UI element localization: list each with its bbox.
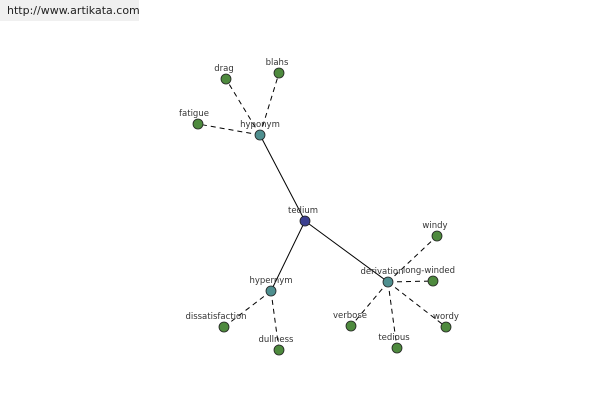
edge-tedium-hypernym: [270, 220, 306, 292]
label-hypernym: hypernym: [249, 276, 292, 286]
node-drag[interactable]: [220, 73, 232, 85]
graph-edges: [197, 72, 447, 351]
edge-derivation-wordy: [387, 281, 447, 328]
edge-tedium-hyponym: [259, 134, 306, 222]
label-drag: drag: [214, 64, 234, 74]
label-tedious: tedious: [378, 333, 410, 343]
edge-hyponym-drag: [225, 78, 261, 136]
edge-hypernym-dissatisfaction: [223, 290, 272, 328]
edge-hyponym-fatigue: [197, 123, 261, 136]
edge-hypernym-dullness: [270, 290, 280, 351]
label-tedium: tedium: [288, 206, 318, 216]
graph-labels: tedium hyponym hypernym derivation drag blahs…: [179, 58, 459, 345]
node-hypernym[interactable]: [265, 285, 277, 297]
node-derivation[interactable]: [382, 276, 394, 288]
node-dullness[interactable]: [273, 344, 285, 356]
label-windy: windy: [422, 221, 447, 231]
url-link[interactable]: http://www.artikata.com: [7, 4, 140, 17]
edge-hyponym-blahs: [259, 72, 280, 136]
label-dissatisfaction: dissatisfaction: [185, 312, 246, 322]
graph-nodes: [192, 67, 452, 356]
label-verbose: verbose: [333, 311, 367, 321]
node-wordy[interactable]: [440, 321, 452, 333]
node-hyponym[interactable]: [254, 129, 266, 141]
label-derivation: derivation: [360, 267, 403, 277]
node-windy[interactable]: [431, 230, 443, 242]
url-bar: http://www.artikata.com: [0, 0, 140, 21]
label-fatigue: fatigue: [179, 109, 209, 119]
node-tedious[interactable]: [391, 342, 403, 354]
label-blahs: blahs: [266, 58, 289, 68]
edge-derivation-windy: [387, 235, 438, 283]
node-tedium[interactable]: [299, 215, 311, 227]
label-long-winded: long-winded: [403, 266, 455, 276]
node-verbose[interactable]: [345, 320, 357, 332]
node-fatigue[interactable]: [192, 118, 204, 130]
edge-derivation-verbose: [350, 281, 389, 327]
label-wordy: wordy: [433, 312, 459, 322]
node-dissatisfaction[interactable]: [218, 321, 230, 333]
edge-derivation-long-winded: [387, 280, 434, 283]
label-hyponym: hyponym: [240, 120, 280, 130]
node-blahs[interactable]: [273, 67, 285, 79]
label-dullness: dullness: [259, 335, 295, 345]
edge-derivation-tedious: [387, 281, 398, 349]
edge-tedium-derivation: [304, 220, 389, 283]
node-long-winded[interactable]: [427, 275, 439, 287]
